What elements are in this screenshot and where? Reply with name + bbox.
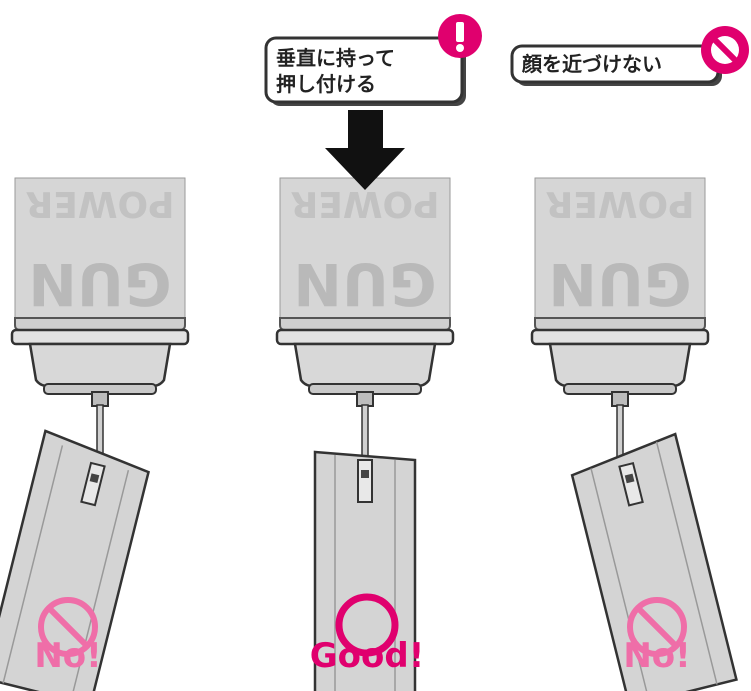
panel-center [275, 110, 455, 691]
magazine-tilted-left [0, 429, 150, 691]
prohibited-icon [627, 597, 687, 657]
can-brand-power: POWER [25, 183, 174, 224]
verdict-left: No! [34, 636, 102, 676]
verdict-right: No! [623, 636, 691, 676]
callout-good-line1: 垂直に持って [276, 46, 395, 70]
can-brand-1: GUN POWER [290, 183, 439, 318]
can-brand-gun: GUN [28, 250, 171, 318]
magazine-tilted-right [570, 432, 738, 691]
prohibited-icon [701, 26, 749, 74]
panel-right [530, 176, 738, 691]
can-brand-gun: GUN [548, 250, 691, 318]
can-brand-text: GUN POWER GUN POWER GUN POWER [25, 183, 694, 318]
exclamation-icon [438, 14, 482, 58]
callout-good-line2: 押し付ける [276, 72, 376, 96]
can-brand-0: GUN POWER [25, 183, 174, 318]
can-brand-power: POWER [290, 183, 439, 224]
callout-warning-label: 顔を近づけない [522, 52, 662, 76]
verdict-center: Good! [309, 636, 425, 676]
can-brand-2: GUN POWER [545, 183, 694, 318]
callout-warning [510, 26, 749, 86]
ok-circle-icon [335, 593, 399, 657]
can-brand-gun: GUN [293, 250, 436, 318]
callout-good [264, 14, 482, 106]
down-arrow-icon [325, 110, 405, 190]
panel-left [0, 176, 190, 691]
can-brand-power: POWER [545, 183, 694, 224]
prohibited-icon [38, 597, 98, 657]
